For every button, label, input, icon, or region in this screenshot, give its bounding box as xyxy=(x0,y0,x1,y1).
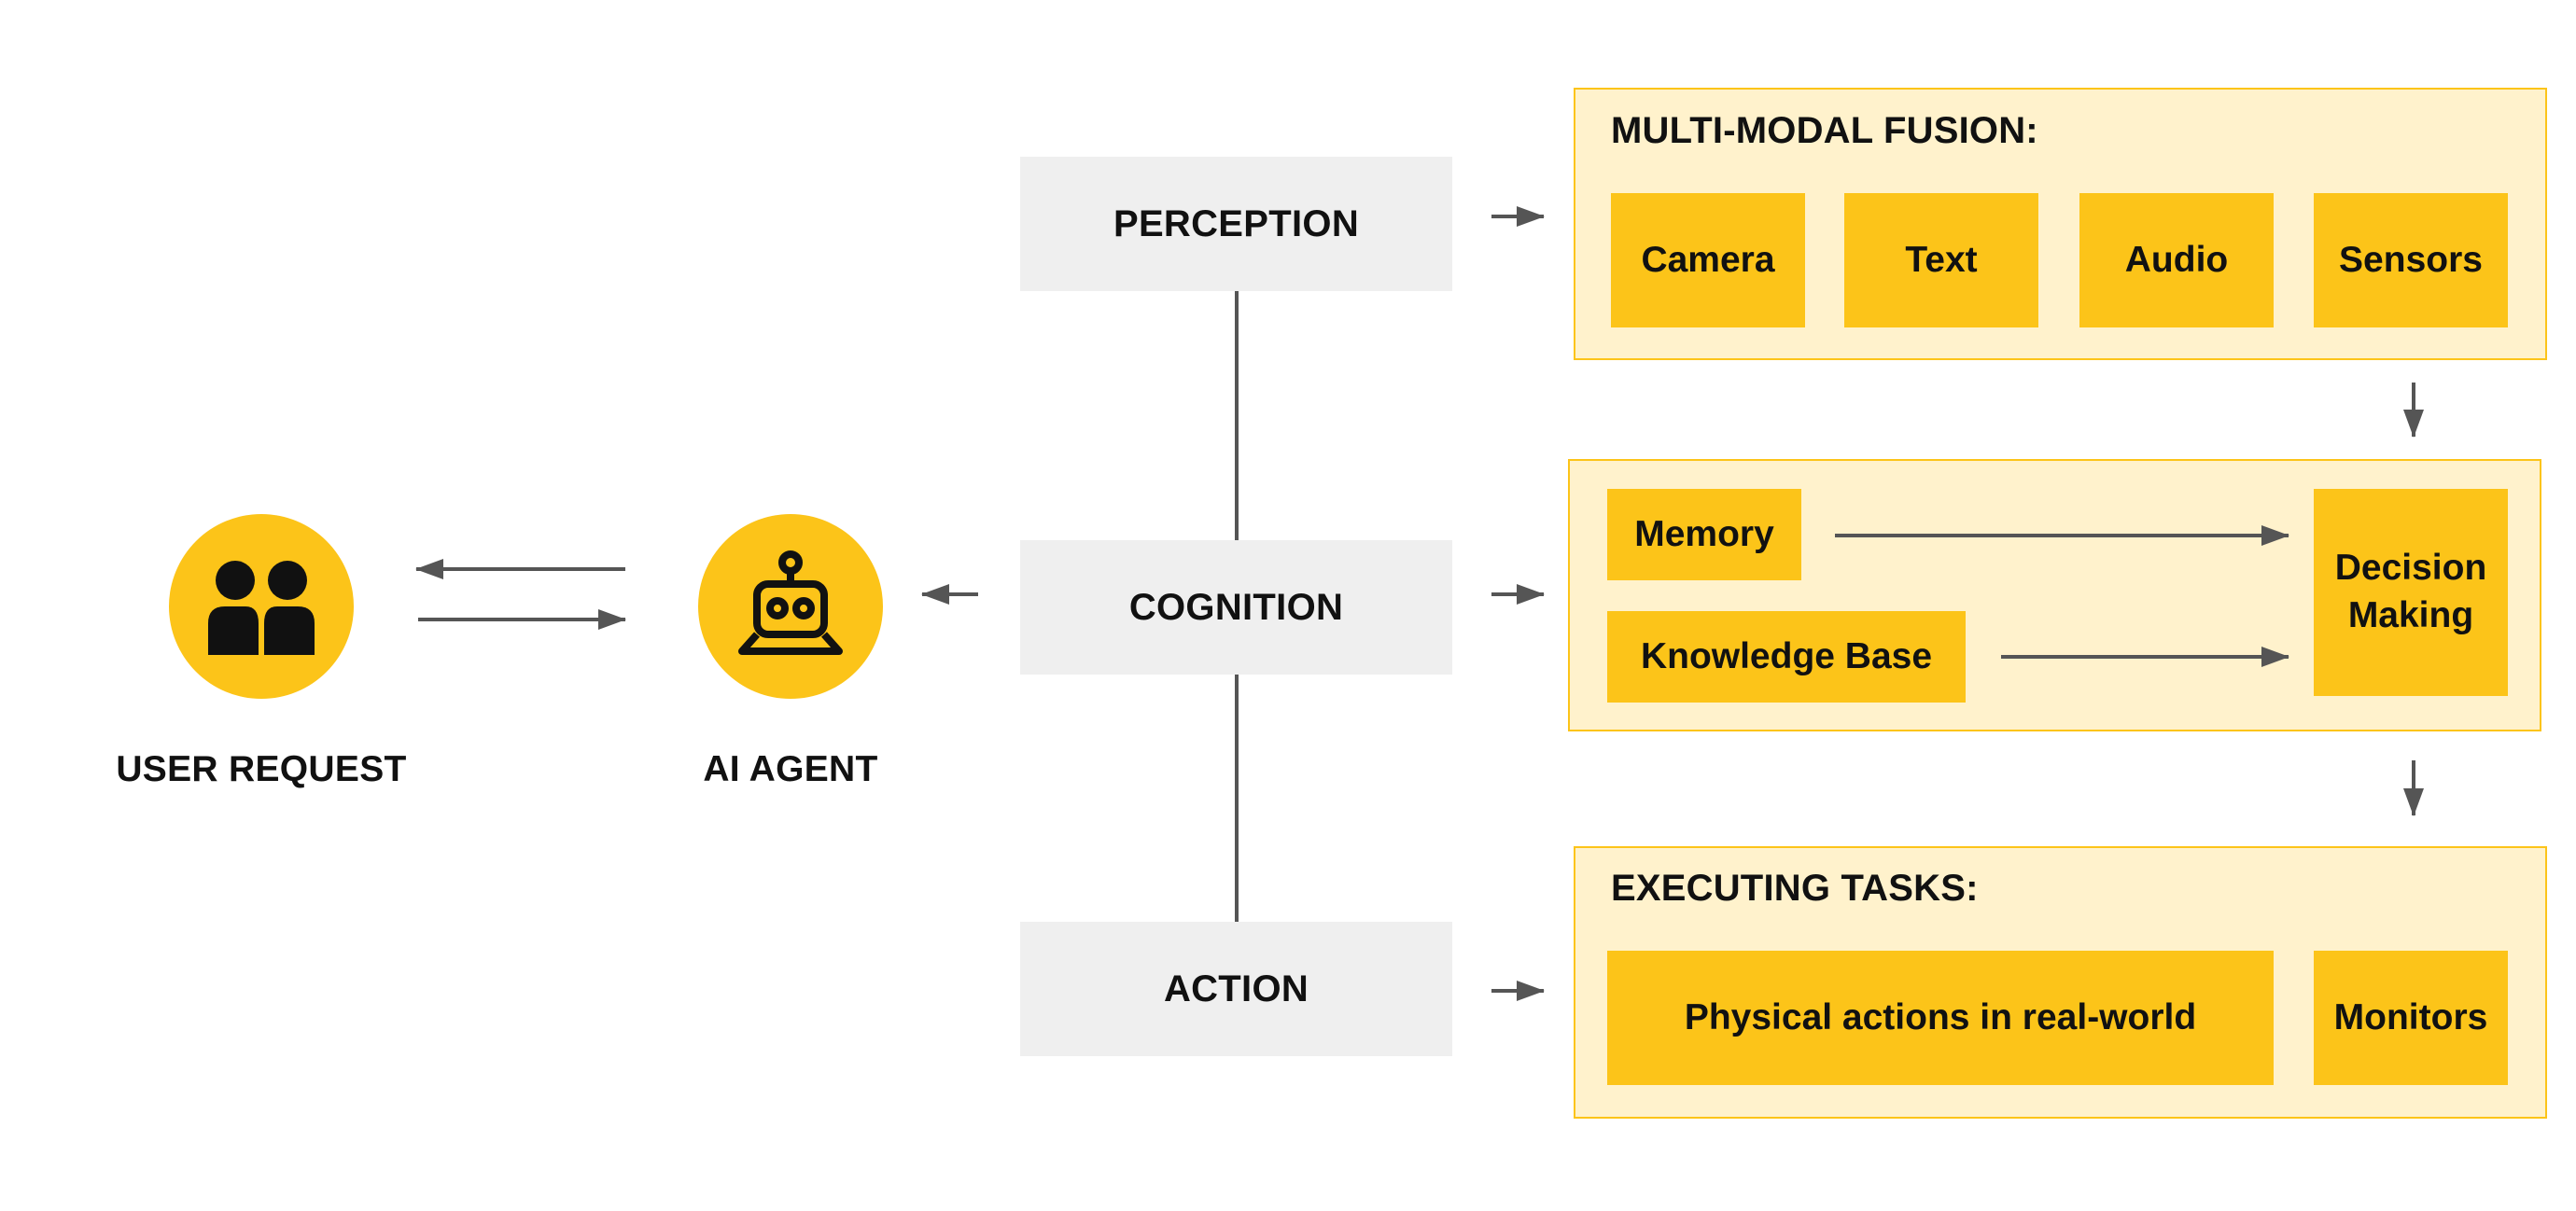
cognition-action-connector xyxy=(1235,672,1239,922)
fusion-item-camera: Camera xyxy=(1611,193,1805,327)
monitors-box: Monitors xyxy=(2314,951,2508,1085)
knowledge-base-box: Knowledge Base xyxy=(1607,611,1966,703)
decision-line-2: Making xyxy=(2347,595,2474,635)
fusion-item-text: Text xyxy=(1844,193,2038,327)
user-request-label: USER REQUEST xyxy=(116,749,407,789)
fusion-title: MULTI-MODAL FUSION: xyxy=(1611,110,2038,151)
ai-agent-label: AI AGENT xyxy=(703,749,878,789)
decision-line-1: Decision xyxy=(2334,548,2487,589)
perception-stage: PERCEPTION xyxy=(1020,157,1452,291)
perception-label: PERCEPTION xyxy=(1113,202,1360,244)
tasks-title: EXECUTING TASKS: xyxy=(1611,868,1979,909)
agent-avatar-circle xyxy=(698,514,883,699)
cognition-label: COGNITION xyxy=(1128,586,1344,628)
action-label: ACTION xyxy=(1163,967,1309,1009)
robot-icon xyxy=(738,550,843,655)
memory-box: Memory xyxy=(1607,489,1801,580)
fusion-item-audio: Audio xyxy=(2079,193,2274,327)
users-icon xyxy=(208,561,315,655)
perception-cognition-connector xyxy=(1235,291,1239,541)
cognition-stage: COGNITION xyxy=(1020,540,1452,675)
fusion-item-sensors: Sensors xyxy=(2314,193,2508,327)
action-stage: ACTION xyxy=(1020,922,1452,1056)
user-avatar-circle xyxy=(169,514,354,699)
physical-actions-box: Physical actions in real-world xyxy=(1607,951,2274,1085)
decision-making-box: Decision Making xyxy=(2314,489,2508,696)
